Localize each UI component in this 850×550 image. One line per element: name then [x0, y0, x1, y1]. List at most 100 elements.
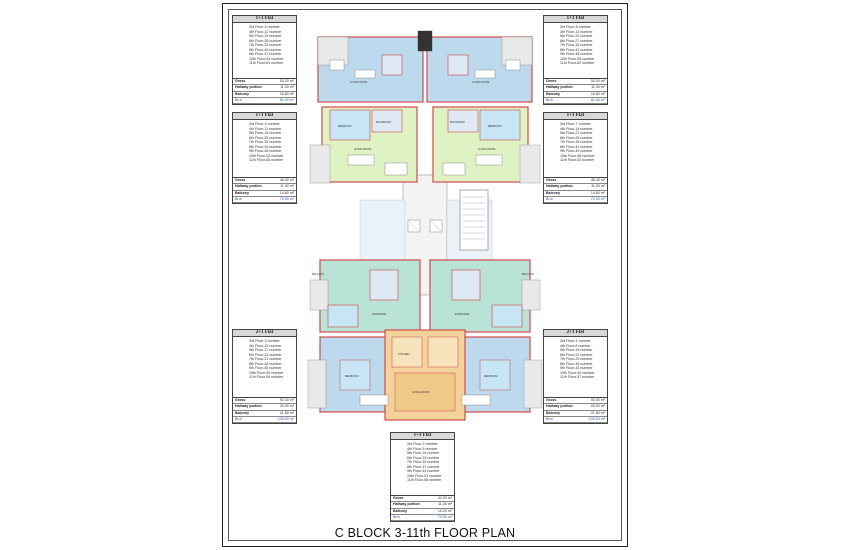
bedroom-mid-left	[329, 109, 371, 141]
room-label: LIVING ROOM	[350, 80, 367, 84]
floor-number-line: 9th Floor-43 number	[560, 366, 593, 370]
room-label: BALCONY	[522, 272, 535, 276]
area-value: 72.00 m²	[279, 196, 294, 201]
floor-number-line: 6th Floor-25 number	[249, 135, 282, 140]
floor-number-line: 7th Floor-33 number	[249, 43, 282, 47]
floor-number-line: 11th Floor-57 number	[560, 375, 595, 379]
floor-number-line: 7th Floor-35 number	[560, 140, 593, 144]
area-label: Hallway portion	[546, 85, 573, 90]
floor-number-line: 7th Floor-31 number	[249, 357, 282, 361]
area-value: 135.00 m²	[588, 416, 605, 421]
floor-number-line: 11th Floor-58 number	[407, 478, 442, 482]
area-row: Balcony 15.20 m²	[391, 509, 454, 515]
area-label: Brut	[546, 196, 553, 201]
floor-number-line: 4th Floor-8 number	[560, 343, 591, 348]
floor-number-line: 8th Floor-37 number	[407, 464, 440, 469]
floor-number-line: 3rd Floor-4 number	[249, 122, 280, 126]
area-label: Gross	[546, 79, 557, 84]
plan-sheet-inner-border	[228, 9, 622, 541]
flat-type-heading: 1+1 Flat	[391, 433, 454, 440]
floor-number-line: 11th Floor-63 number	[560, 158, 595, 162]
balcony-low-right	[521, 279, 541, 311]
floor-number-line: 9th Floor-49 number	[560, 149, 593, 153]
area-value: 81.00 m²	[279, 97, 294, 102]
area-label: Balcony	[393, 508, 407, 513]
area-row: Brut 72.00 m²	[233, 197, 296, 203]
area-value: 44.30 m²	[437, 496, 452, 501]
floor-number-line: 4th Floor-11 number	[249, 126, 282, 131]
area-value: 11.00 m²	[438, 502, 452, 507]
stair-core	[459, 189, 489, 251]
floor-number-line: 10th Floor-55 number	[560, 56, 595, 61]
room-label: BEDROOM	[338, 124, 351, 128]
area-value: 135.00 m²	[277, 416, 294, 421]
area-label: Gross	[235, 178, 246, 183]
area-label: Brut	[235, 196, 242, 201]
area-value: 93.30 m²	[279, 398, 294, 403]
bath-top-left	[381, 54, 403, 76]
floor-number-line: 4th Floor-9 number	[407, 446, 438, 451]
area-row: Hallway portion 11.00 m²	[391, 502, 454, 509]
area-label: Balcony	[546, 410, 560, 415]
room-label: BATHROOM	[450, 120, 465, 124]
area-table: Gross 44.30 m² Hallway portion 11.00 m² Balc…	[391, 495, 454, 521]
floor-number-line: 3rd Floor-7 number	[560, 122, 591, 126]
area-label: Balcony	[235, 190, 249, 195]
floor-number-line: 11th Floor-62 number	[560, 61, 595, 65]
floor-number-line: 7th Floor-32 number	[249, 140, 282, 144]
floor-number-line: 8th Floor-39 number	[249, 144, 282, 149]
floor-number-line: 9th Floor-47 number	[249, 52, 282, 56]
floor-number-line: 3rd Floor-2 number	[407, 442, 438, 446]
floor-number-line: 8th Floor-40 number	[249, 47, 282, 52]
floor-number-line: 7th Floor-30 number	[407, 460, 440, 464]
floor-number-line: 4th Floor-13 number	[560, 29, 593, 34]
area-label: Balcony	[235, 91, 249, 96]
area-value: 14.60 m²	[590, 190, 605, 195]
floor-number-line: 10th Floor-54 number	[249, 56, 284, 61]
room-label: ENTRANCE	[372, 312, 387, 316]
area-label: Hallway portion	[235, 184, 262, 189]
floor-number-line: 3rd Floor-3 number	[249, 339, 280, 343]
floor-number-line: 6th Floor-22 number	[560, 352, 593, 357]
floor-number-line: 3rd Floor-6 number	[560, 25, 591, 29]
area-value: 11.00 m²	[280, 85, 294, 90]
area-row: Gross 44.30 m²	[391, 496, 454, 503]
area-value: 15.20 m²	[437, 508, 452, 513]
floor-number-line: 11th Floor-59 number	[249, 375, 284, 379]
area-value: 11.00 m²	[280, 184, 294, 189]
area-label: Hallway portion	[393, 502, 420, 507]
floor-number-line: 6th Floor-28 number	[560, 135, 593, 140]
floor-number-line: 5th Floor-16 number	[407, 451, 440, 455]
room-label: BEDROOM	[345, 374, 358, 378]
floor-number-line: 8th Floor-38 number	[249, 361, 282, 366]
area-value: 20.00 m²	[590, 404, 605, 409]
floor-number-line: 8th Floor-41 number	[560, 47, 593, 52]
area-label: Brut	[235, 416, 242, 421]
area-value: 81.00 m²	[590, 97, 605, 102]
floor-number-line: 10th Floor-56 number	[560, 153, 595, 158]
area-label: Gross	[393, 496, 404, 501]
area-label: Hallway portion	[235, 404, 262, 409]
flat-type-heading: 2+1 Flat	[233, 330, 296, 337]
room-label: LIVING ROOM	[478, 147, 495, 151]
floor-number-line: 5th Floor-21 number	[560, 131, 593, 135]
